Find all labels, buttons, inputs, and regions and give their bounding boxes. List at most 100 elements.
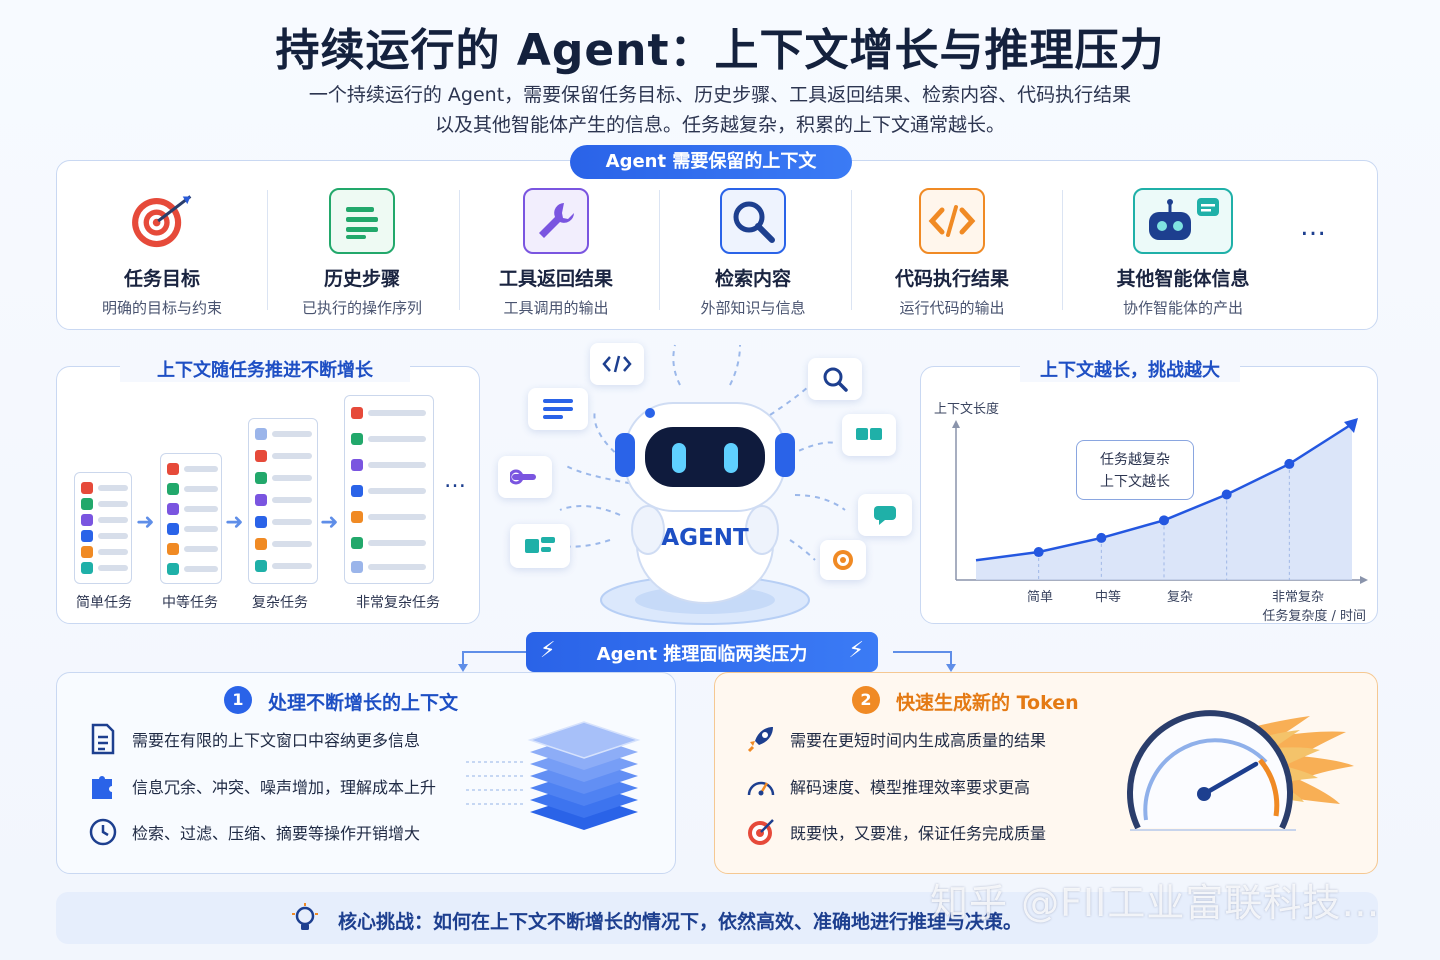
x-axis-arrow-icon: [1360, 576, 1368, 584]
stage-label: 复杂任务: [252, 595, 308, 611]
context-item-name: 其他智能体信息: [1116, 268, 1250, 290]
context-item-code: 代码执行结果 运行代码的输出: [862, 188, 1042, 318]
target-icon: [744, 815, 778, 849]
bullet-text: 解码速度、模型推理效率要求更高: [790, 778, 1031, 797]
stage-label: 中等任务: [162, 595, 218, 611]
document-icon: [329, 188, 395, 254]
bullet-text: 检索、过滤、压缩、摘要等操作开销增大: [132, 824, 421, 843]
stack-simple: [74, 472, 132, 584]
pressure-bullet: 解码速度、模型推理效率要求更高: [744, 769, 1030, 803]
context-item-desc: 明确的目标与约束: [101, 299, 222, 317]
pressure-connector: [458, 651, 956, 672]
chart-callout: 任务越复杂 上下文越长: [1076, 440, 1194, 500]
y-axis-arrow-icon: [952, 420, 960, 428]
footer-text: 核心挑战：如何在上下文不断增长的情况下，依然高效、准确地进行推理与决策。: [338, 911, 1023, 933]
target-icon: [129, 188, 195, 254]
context-item-tools: 工具返回结果 工具调用的输出: [466, 188, 646, 318]
arrow-right-icon: ➜: [225, 510, 244, 535]
watermark: 知乎 @FII工业富联科技…: [930, 881, 1381, 925]
speedometer-illustration: [1127, 710, 1354, 831]
pressure-banner: ⚡ Agent 推理面临两类压力 ⚡: [526, 632, 878, 672]
code-icon: [590, 343, 644, 385]
chart-point: [1096, 532, 1107, 543]
context-item-goal: 任务目标 明确的目标与约束: [72, 188, 252, 318]
puzzle-icon: [86, 769, 120, 803]
context-item-desc: 协作智能体的产出: [1122, 299, 1243, 317]
chart-ylabel: 上下文长度: [934, 402, 1000, 417]
arrow-right-icon: ➜: [136, 510, 155, 535]
chart-point: [1033, 547, 1044, 558]
search-icon: [720, 188, 786, 254]
chart-tick: 复杂: [1166, 590, 1193, 605]
pressure-bullet: 检索、过滤、压缩、摘要等操作开销增大: [86, 815, 420, 849]
callout-line: 任务越复杂: [1100, 452, 1170, 468]
chart-area: [976, 424, 1352, 580]
more-ellipsis: …: [1300, 212, 1326, 242]
search-icon: [808, 358, 862, 400]
pressure-token-title: 快速生成新的 Token: [896, 692, 1079, 714]
document-icon: [86, 722, 120, 756]
chart-tick: 中等: [1094, 590, 1121, 605]
context-item-history: 历史步骤 已执行的操作序列: [272, 188, 452, 318]
context-item-name: 检索内容: [714, 268, 791, 290]
puzzle-icon: [842, 414, 896, 456]
context-item-desc: 外部知识与信息: [700, 299, 806, 317]
context-item-name: 历史步骤: [323, 268, 400, 290]
chart-xlabel: 任务复杂度 / 时间: [1262, 609, 1366, 624]
bullet-text: 既要快，又要准，保证任务完成质量: [790, 824, 1047, 843]
bullet-text: 需要在更短时间内生成高质量的结果: [790, 731, 1047, 750]
number-badge: 1: [224, 686, 252, 714]
wrench-icon: [498, 456, 552, 498]
pressure-context-title: 处理不断增长的上下文: [268, 692, 459, 714]
stack-medium: [160, 453, 222, 584]
pressure-bullet: 需要在更短时间内生成高质量的结果: [744, 722, 1046, 756]
puzzle-icon: [510, 524, 570, 568]
speedometer-icon: [744, 769, 778, 803]
pressure-bullet: 既要快，又要准，保证任务完成质量: [744, 815, 1046, 849]
context-item-name: 工具返回结果: [498, 268, 613, 290]
divider: [659, 190, 660, 310]
context-item-name: 代码执行结果: [894, 268, 1009, 290]
stage-label: 简单任务: [76, 595, 132, 611]
chart-point: [1159, 515, 1169, 526]
footer-bar: [56, 892, 1378, 944]
callout-line: 上下文越长: [1100, 474, 1170, 490]
bullet-text: 需要在有限的上下文窗口中容纳更多信息: [132, 731, 421, 750]
stage-label: 非常复杂任务: [356, 595, 440, 611]
arrow-right-icon: ➜: [320, 510, 339, 535]
chart-point: [1221, 489, 1232, 500]
rocket-icon: [744, 722, 778, 756]
pressure-bullet: 信息冗余、冲突、噪声增加，理解成本上升: [86, 769, 436, 803]
target-icon: [820, 540, 866, 580]
growth-panel-title: 上下文随任务推进不断增长: [120, 356, 410, 382]
chart-arrowhead-icon: [1344, 418, 1358, 433]
chart-tick: 简单: [1026, 590, 1053, 605]
lightning-icon: ⚡: [540, 638, 556, 663]
context-item-retrieval: 检索内容 外部知识与信息: [663, 188, 843, 318]
context-panel-title: Agent 需要保留的上下文: [570, 145, 852, 179]
pressure-bullet: 需要在有限的上下文窗口中容纳更多信息: [86, 722, 420, 756]
lightning-icon: ⚡: [848, 638, 864, 663]
document-icon: [528, 388, 588, 430]
chart-tick: 非常复杂: [1271, 590, 1324, 605]
challenge-chart: [952, 418, 1368, 584]
lightbulb-icon: [288, 902, 322, 936]
agent-illustration: [554, 344, 846, 625]
more-ellipsis: …: [444, 468, 466, 493]
divider: [459, 190, 460, 310]
divider: [1062, 190, 1063, 310]
context-item-name: 任务目标: [123, 268, 200, 290]
pressure-banner-title: Agent 推理面临两类压力: [596, 644, 808, 665]
subtitle-line-1: 一个持续运行的 Agent，需要保留任务目标、历史步骤、工具返回结果、检索内容、…: [308, 84, 1132, 106]
divider: [267, 190, 268, 310]
stack-very-complex: [344, 395, 434, 584]
wrench-icon: [523, 188, 589, 254]
context-item-desc: 工具调用的输出: [503, 299, 609, 317]
page-title: 持续运行的 Agent：上下文增长与推理压力: [275, 25, 1165, 76]
bullet-text: 信息冗余、冲突、噪声增加，理解成本上升: [132, 778, 437, 797]
chat-icon: [858, 494, 912, 536]
layer-stack-illustration: [466, 721, 641, 830]
stack-complex: [248, 418, 318, 584]
context-item-agents: 其他智能体信息 协作智能体的产出: [1093, 188, 1273, 318]
subtitle-line-2: 以及其他智能体产生的信息。任务越复杂，积累的上下文通常越长。: [434, 114, 1005, 136]
